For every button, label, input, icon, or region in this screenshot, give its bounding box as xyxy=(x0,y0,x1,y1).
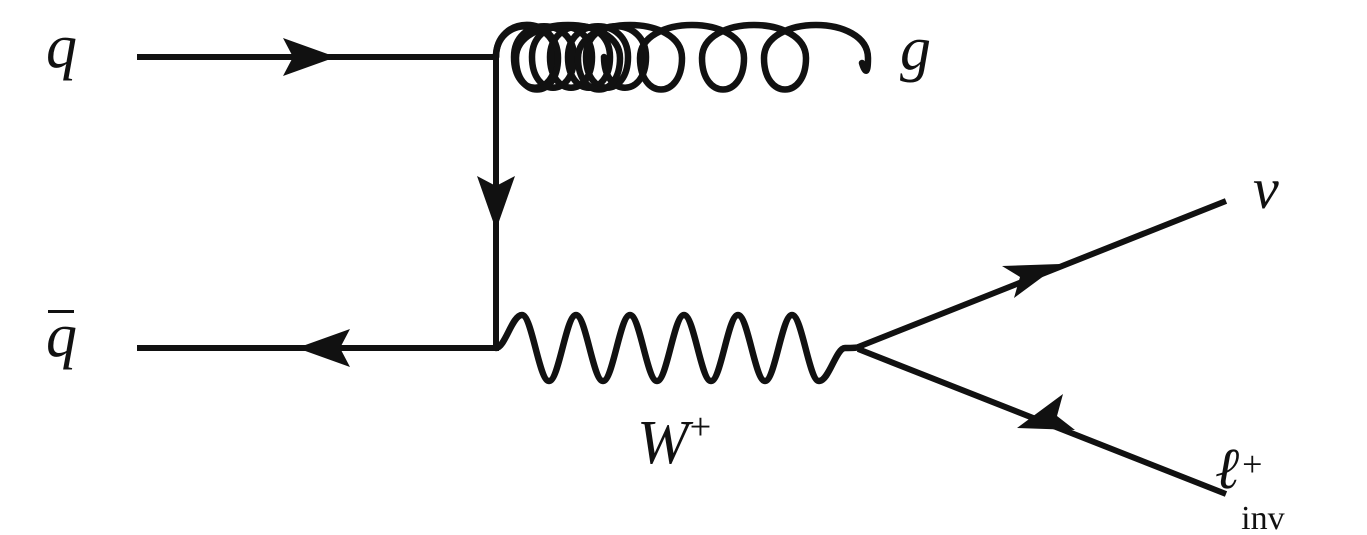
label-incoming-antiquark: q xyxy=(46,303,77,367)
label-gluon-text: g xyxy=(900,15,931,83)
outgoing-neutrino-arrowhead xyxy=(1002,264,1060,298)
internal-propagator-arrowhead xyxy=(477,176,515,230)
label-outgoing-lepton: ℓ+inv xyxy=(1215,440,1285,535)
gluon-spiral-group xyxy=(492,21,872,93)
label-w-text: W xyxy=(637,408,689,477)
label-neutrino-text: ν xyxy=(1253,156,1279,221)
label-outgoing-gluon: g xyxy=(900,18,931,80)
incoming-quark-arrowhead xyxy=(283,38,336,76)
label-w-boson: W+ xyxy=(637,408,711,474)
label-lepton-text: ℓ xyxy=(1215,436,1240,501)
label-lepton-subscript: inv xyxy=(1241,500,1285,535)
label-outgoing-neutrino: ν xyxy=(1253,160,1279,218)
label-incoming-quark: q xyxy=(46,16,77,78)
outgoing-lepton-arrowhead xyxy=(1017,394,1075,430)
label-antiquark-overbar: q xyxy=(46,303,77,367)
label-antiquark-text: q xyxy=(46,302,77,370)
label-quark-text: q xyxy=(46,13,77,81)
gluon-coil-path xyxy=(492,21,872,93)
label-w-charge: + xyxy=(689,406,712,448)
w-boson-wave xyxy=(492,311,865,385)
incoming-antiquark-arrowhead xyxy=(297,329,350,367)
label-lepton-charge: + xyxy=(1242,444,1263,484)
